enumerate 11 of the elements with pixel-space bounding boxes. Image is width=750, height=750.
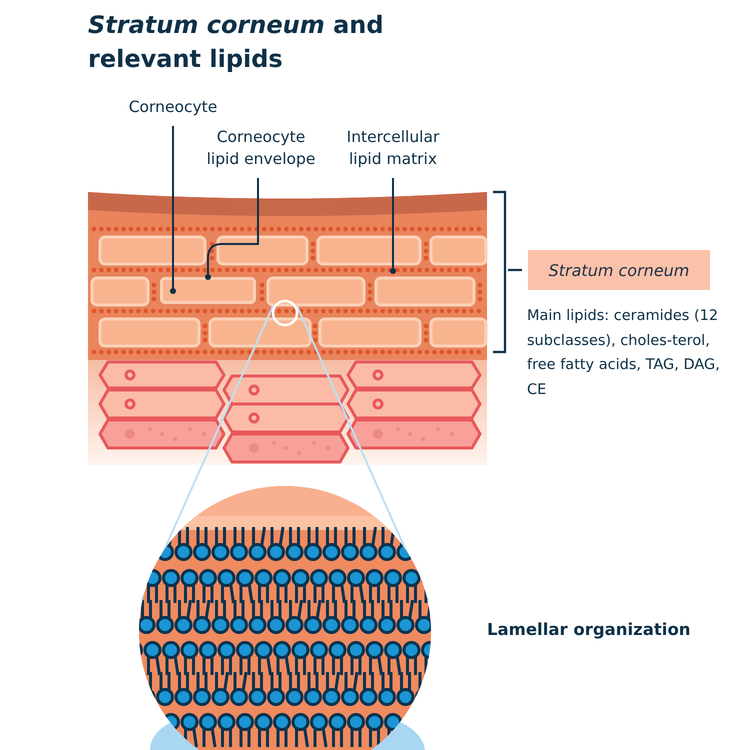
layer-name-band: Stratum corneum xyxy=(528,250,710,290)
part-label: Intercellular lipid matrix xyxy=(337,126,449,174)
lamellar-caption: Lamellar organization xyxy=(487,620,691,639)
part-label: Corneocyte xyxy=(112,96,234,122)
leader-line xyxy=(170,126,176,294)
part-label: Corneocyte lipid envelope xyxy=(203,126,319,174)
leader-line xyxy=(205,178,259,280)
leader-line xyxy=(390,178,396,274)
corneocyte-brick xyxy=(160,277,256,304)
lipid-description: Main lipids: ceramides (12 subclasses), choles-terol, free fatty acids, TAG, DAG, CE xyxy=(527,307,721,400)
diagram-title: Stratum corneum and relevant lipids xyxy=(88,10,385,75)
